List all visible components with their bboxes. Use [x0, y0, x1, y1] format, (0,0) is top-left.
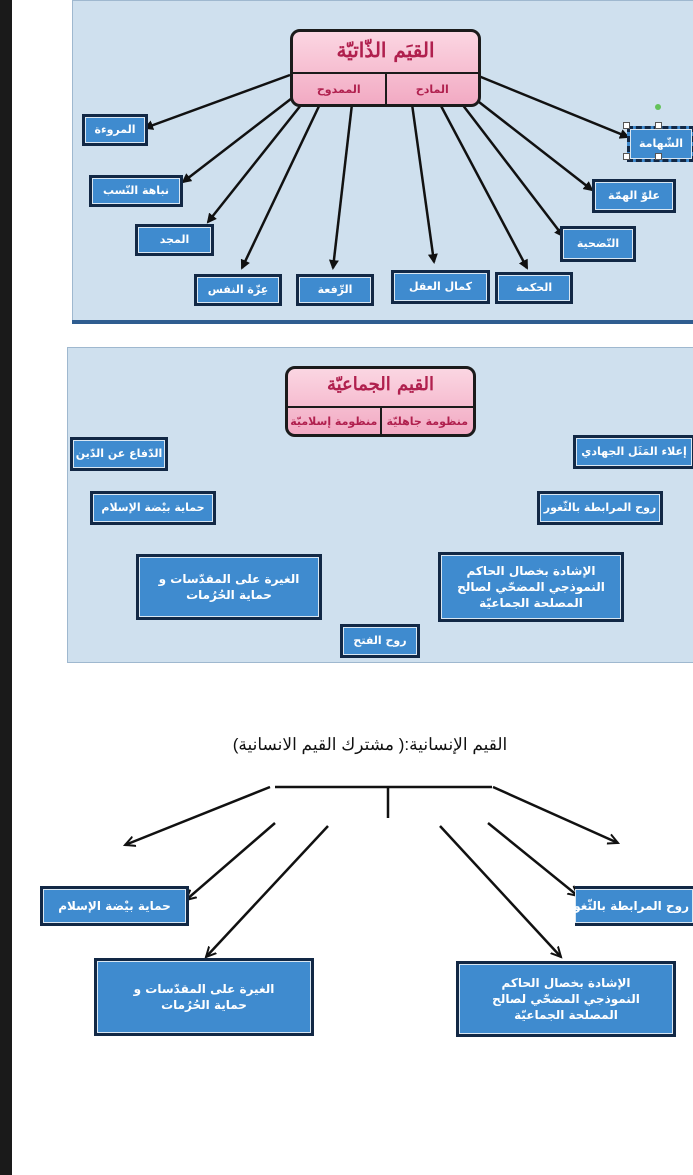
- node-majd: المجد: [135, 224, 214, 256]
- sub-label-mamduh: الممدوح: [293, 74, 387, 104]
- self-values-title-text: القيَم الذّاتيّة: [336, 38, 435, 62]
- node-nabaha: نباهة النّسب: [89, 175, 183, 207]
- resize-handle-bm[interactable]: [655, 153, 662, 160]
- node-himaya-2: حماية بيْضة الإسلام: [40, 886, 189, 926]
- rotate-handle[interactable]: [655, 104, 661, 110]
- node-ghayra-line2: حماية الحُرُمات: [186, 588, 272, 602]
- node-ishada-2: الإشادة بخصال الحاكم النموذجي المضحّي لص…: [456, 961, 676, 1037]
- node-ghayra-2-line2: حماية الحُرُمات: [161, 998, 247, 1012]
- self-values-title: القيَم الذّاتيّة المادح الممدوح: [290, 29, 481, 107]
- node-izza: عِزّة النفس: [194, 274, 282, 306]
- node-ishada-2-line2: النموذجي المضحّي لصالح: [492, 991, 640, 1006]
- node-muruwwa: المروءة: [82, 114, 148, 146]
- resize-handle-tl[interactable]: [623, 122, 630, 129]
- sub-label-jahili: منظومة جاهليّة: [386, 414, 469, 428]
- collective-values-title: القيم الجماعيّة منظومة جاهليّة منظومة إس…: [285, 366, 476, 437]
- node-rifaa: الرِّفعة: [296, 274, 374, 306]
- sub-label-islami: منظومة إسلاميّة: [288, 408, 382, 434]
- resize-handle-bl[interactable]: [623, 153, 630, 160]
- node-difa: الدّفاع عن الدّين: [70, 437, 168, 471]
- node-ruh-fath: روح الفتح: [340, 624, 420, 658]
- human-values-heading: القيم الإنسانية:( مشترك القيم الانسانية): [232, 735, 508, 754]
- node-kamal: كمال العقل: [391, 270, 490, 304]
- resize-handle-tm[interactable]: [655, 122, 662, 129]
- node-ghayra-2-line1: الغيرة على المقدّسات و: [133, 981, 275, 996]
- node-ishada-line3: المصلحة الجماعيّة: [479, 596, 583, 611]
- node-uluw: علوّ الهمّة: [592, 179, 676, 213]
- node-murabata-2: روح المرابطة بالثّغور: [575, 886, 693, 926]
- node-himaya: حماية بيْضة الإسلام: [90, 491, 216, 525]
- panel-divider: [72, 320, 693, 324]
- node-ishada-line1: الإشادة بخصال الحاكم: [466, 563, 596, 578]
- node-murabata-2-text: روح المرابطة بالثّغور: [575, 898, 689, 913]
- node-ishada-2-line3: المصلحة الجماعيّة: [514, 1008, 618, 1023]
- node-ishada-2-line1: الإشادة بخصال الحاكم: [501, 975, 631, 990]
- node-ishada-line2: النموذجي المضحّي لصالح: [457, 579, 605, 594]
- node-tadhiya: التّضحية: [560, 226, 636, 262]
- collective-values-title-text: القيم الجماعيّة: [326, 374, 435, 395]
- node-ghayra-2: الغيرة على المقدّسات و حماية الحُرُمات: [94, 958, 314, 1036]
- node-ghayra-line1: الغيرة على المقدّسات و: [158, 571, 300, 586]
- node-ilaa: إعلاء المَثَل الجهادي: [573, 435, 693, 469]
- screen-edge: [0, 0, 12, 1175]
- node-murabata: روح المرابطة بالثّغور: [537, 491, 663, 525]
- node-ishada: الإشادة بخصال الحاكم النموذجي المضحّي لص…: [438, 552, 624, 622]
- sub-label-madih: المادح: [415, 82, 449, 96]
- node-hikma: الحكمة: [495, 272, 573, 304]
- node-ghayra: الغيرة على المقدّسات و حماية الحُرُمات: [136, 554, 322, 620]
